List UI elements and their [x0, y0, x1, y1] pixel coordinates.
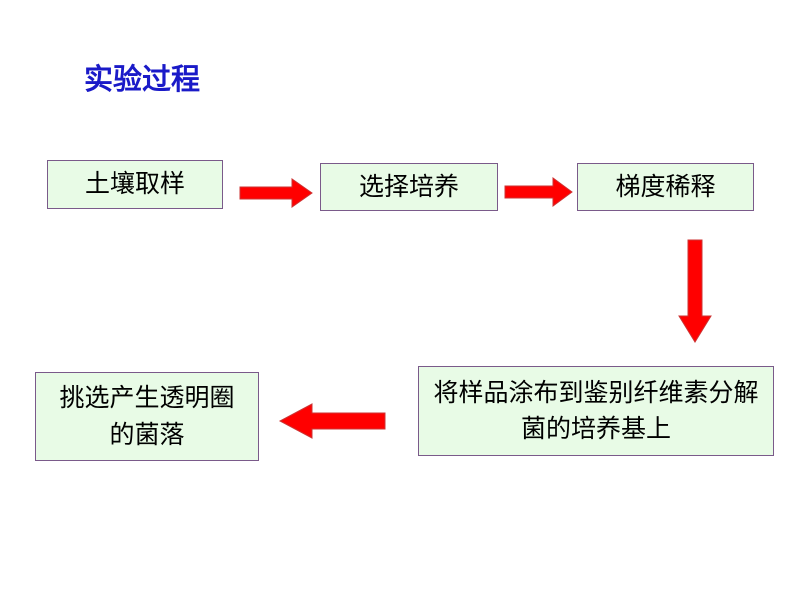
arrow-left	[278, 403, 386, 439]
step-plating: 将样品涂布到鉴别纤维素分解菌的培养基上	[418, 366, 774, 456]
arrow-down	[678, 239, 712, 343]
step-selective-culture: 选择培养	[320, 163, 498, 211]
slide-title: 实验过程	[84, 62, 201, 96]
step-soil-sampling: 土壤取样	[47, 160, 223, 209]
arrow-right-2	[504, 177, 573, 207]
step-select-colonies: 挑选产生透明圈的菌落	[35, 372, 259, 461]
step-gradient-dilution: 梯度稀释	[577, 163, 754, 211]
arrow-right-1	[239, 178, 313, 208]
